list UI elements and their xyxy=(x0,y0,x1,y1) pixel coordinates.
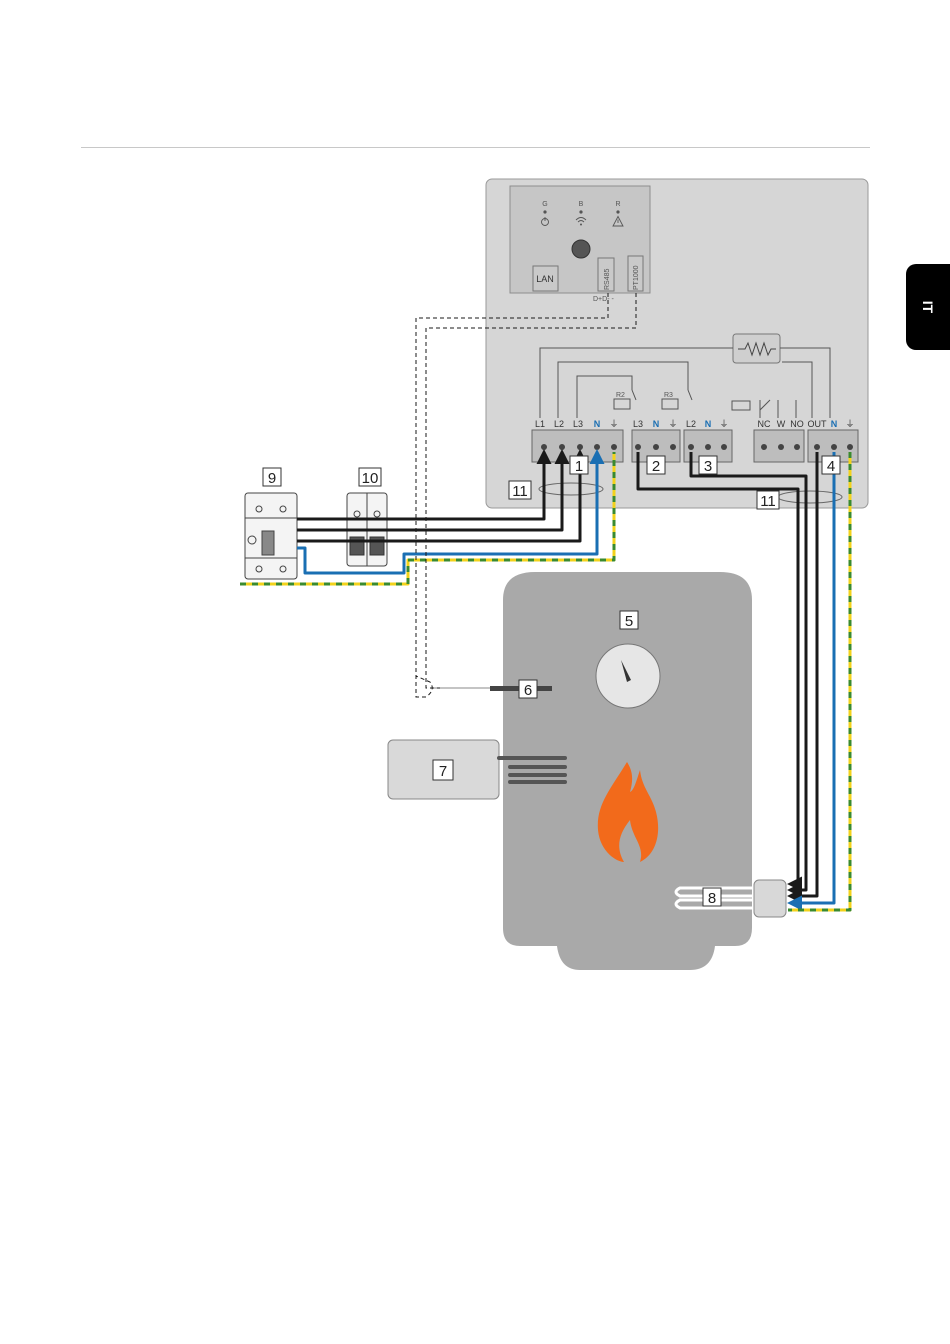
lan-label: LAN xyxy=(536,274,554,284)
svg-text:B: B xyxy=(579,201,584,208)
svg-text:G: G xyxy=(542,201,547,208)
terminal-labels-relay-out: NC W NO xyxy=(758,419,804,429)
callout-3: 3 xyxy=(699,456,717,475)
svg-text:L3: L3 xyxy=(573,419,583,429)
svg-text:2: 2 xyxy=(652,458,660,475)
rcd-breaker xyxy=(245,493,297,579)
svg-text:⏚: ⏚ xyxy=(719,419,728,429)
push-button[interactable] xyxy=(572,240,590,258)
svg-text:5: 5 xyxy=(625,613,633,630)
relay-r2-label: R2 xyxy=(616,392,625,399)
svg-text:3: 3 xyxy=(704,458,712,475)
svg-text:N: N xyxy=(705,419,712,429)
svg-text:L2: L2 xyxy=(686,419,696,429)
svg-text:10: 10 xyxy=(362,470,379,487)
svg-text:L1: L1 xyxy=(535,419,545,429)
callout-7: 7 xyxy=(433,760,453,780)
callout-1: 1 xyxy=(570,456,588,475)
svg-text:NO: NO xyxy=(790,419,804,429)
svg-text:N: N xyxy=(594,419,601,429)
callout-6: 6 xyxy=(519,680,537,699)
terminal-labels-block2: L3 N ⏚ xyxy=(633,419,678,429)
svg-text:1: 1 xyxy=(575,458,583,475)
svg-text:11: 11 xyxy=(512,483,528,500)
callout-8: 8 xyxy=(703,888,721,907)
svg-text:8: 8 xyxy=(708,890,716,907)
rs485-pin-labels: D+D- - xyxy=(593,296,614,303)
svg-text:9: 9 xyxy=(268,470,276,487)
svg-text:⏚: ⏚ xyxy=(609,419,618,429)
svg-text:OUT: OUT xyxy=(808,419,828,429)
svg-text:N: N xyxy=(653,419,660,429)
callout-2: 2 xyxy=(647,456,665,475)
callout-10: 10 xyxy=(359,468,381,487)
callout-9: 9 xyxy=(263,468,281,487)
relay-r3-label: R3 xyxy=(664,392,673,399)
svg-text:⏚: ⏚ xyxy=(668,419,677,429)
svg-text:W: W xyxy=(777,419,786,429)
callout-11-left: 11 xyxy=(509,481,531,500)
svg-text:L3: L3 xyxy=(633,419,643,429)
callout-4: 4 xyxy=(822,456,840,475)
svg-text:7: 7 xyxy=(439,763,447,780)
pt1000-label: PT1000 xyxy=(633,265,640,290)
rs485-label: RS485 xyxy=(604,268,611,290)
svg-text:⏚: ⏚ xyxy=(845,419,854,429)
callout-11-right: 11 xyxy=(757,491,779,510)
callout-5: 5 xyxy=(620,611,638,630)
svg-text:6: 6 xyxy=(524,682,532,699)
terminal-block-relay xyxy=(754,430,804,462)
svg-text:11: 11 xyxy=(760,493,776,510)
svg-text:N: N xyxy=(831,419,838,429)
heating-element-head xyxy=(754,880,786,917)
terminal-labels-block3: L2 N ⏚ xyxy=(686,419,729,429)
svg-text:L2: L2 xyxy=(554,419,564,429)
svg-text:R: R xyxy=(615,201,620,208)
water-tank xyxy=(503,572,752,970)
svg-text:NC: NC xyxy=(758,419,771,429)
terminal-labels-block4: OUT N ⏚ xyxy=(808,419,855,429)
svg-text:4: 4 xyxy=(827,458,835,475)
